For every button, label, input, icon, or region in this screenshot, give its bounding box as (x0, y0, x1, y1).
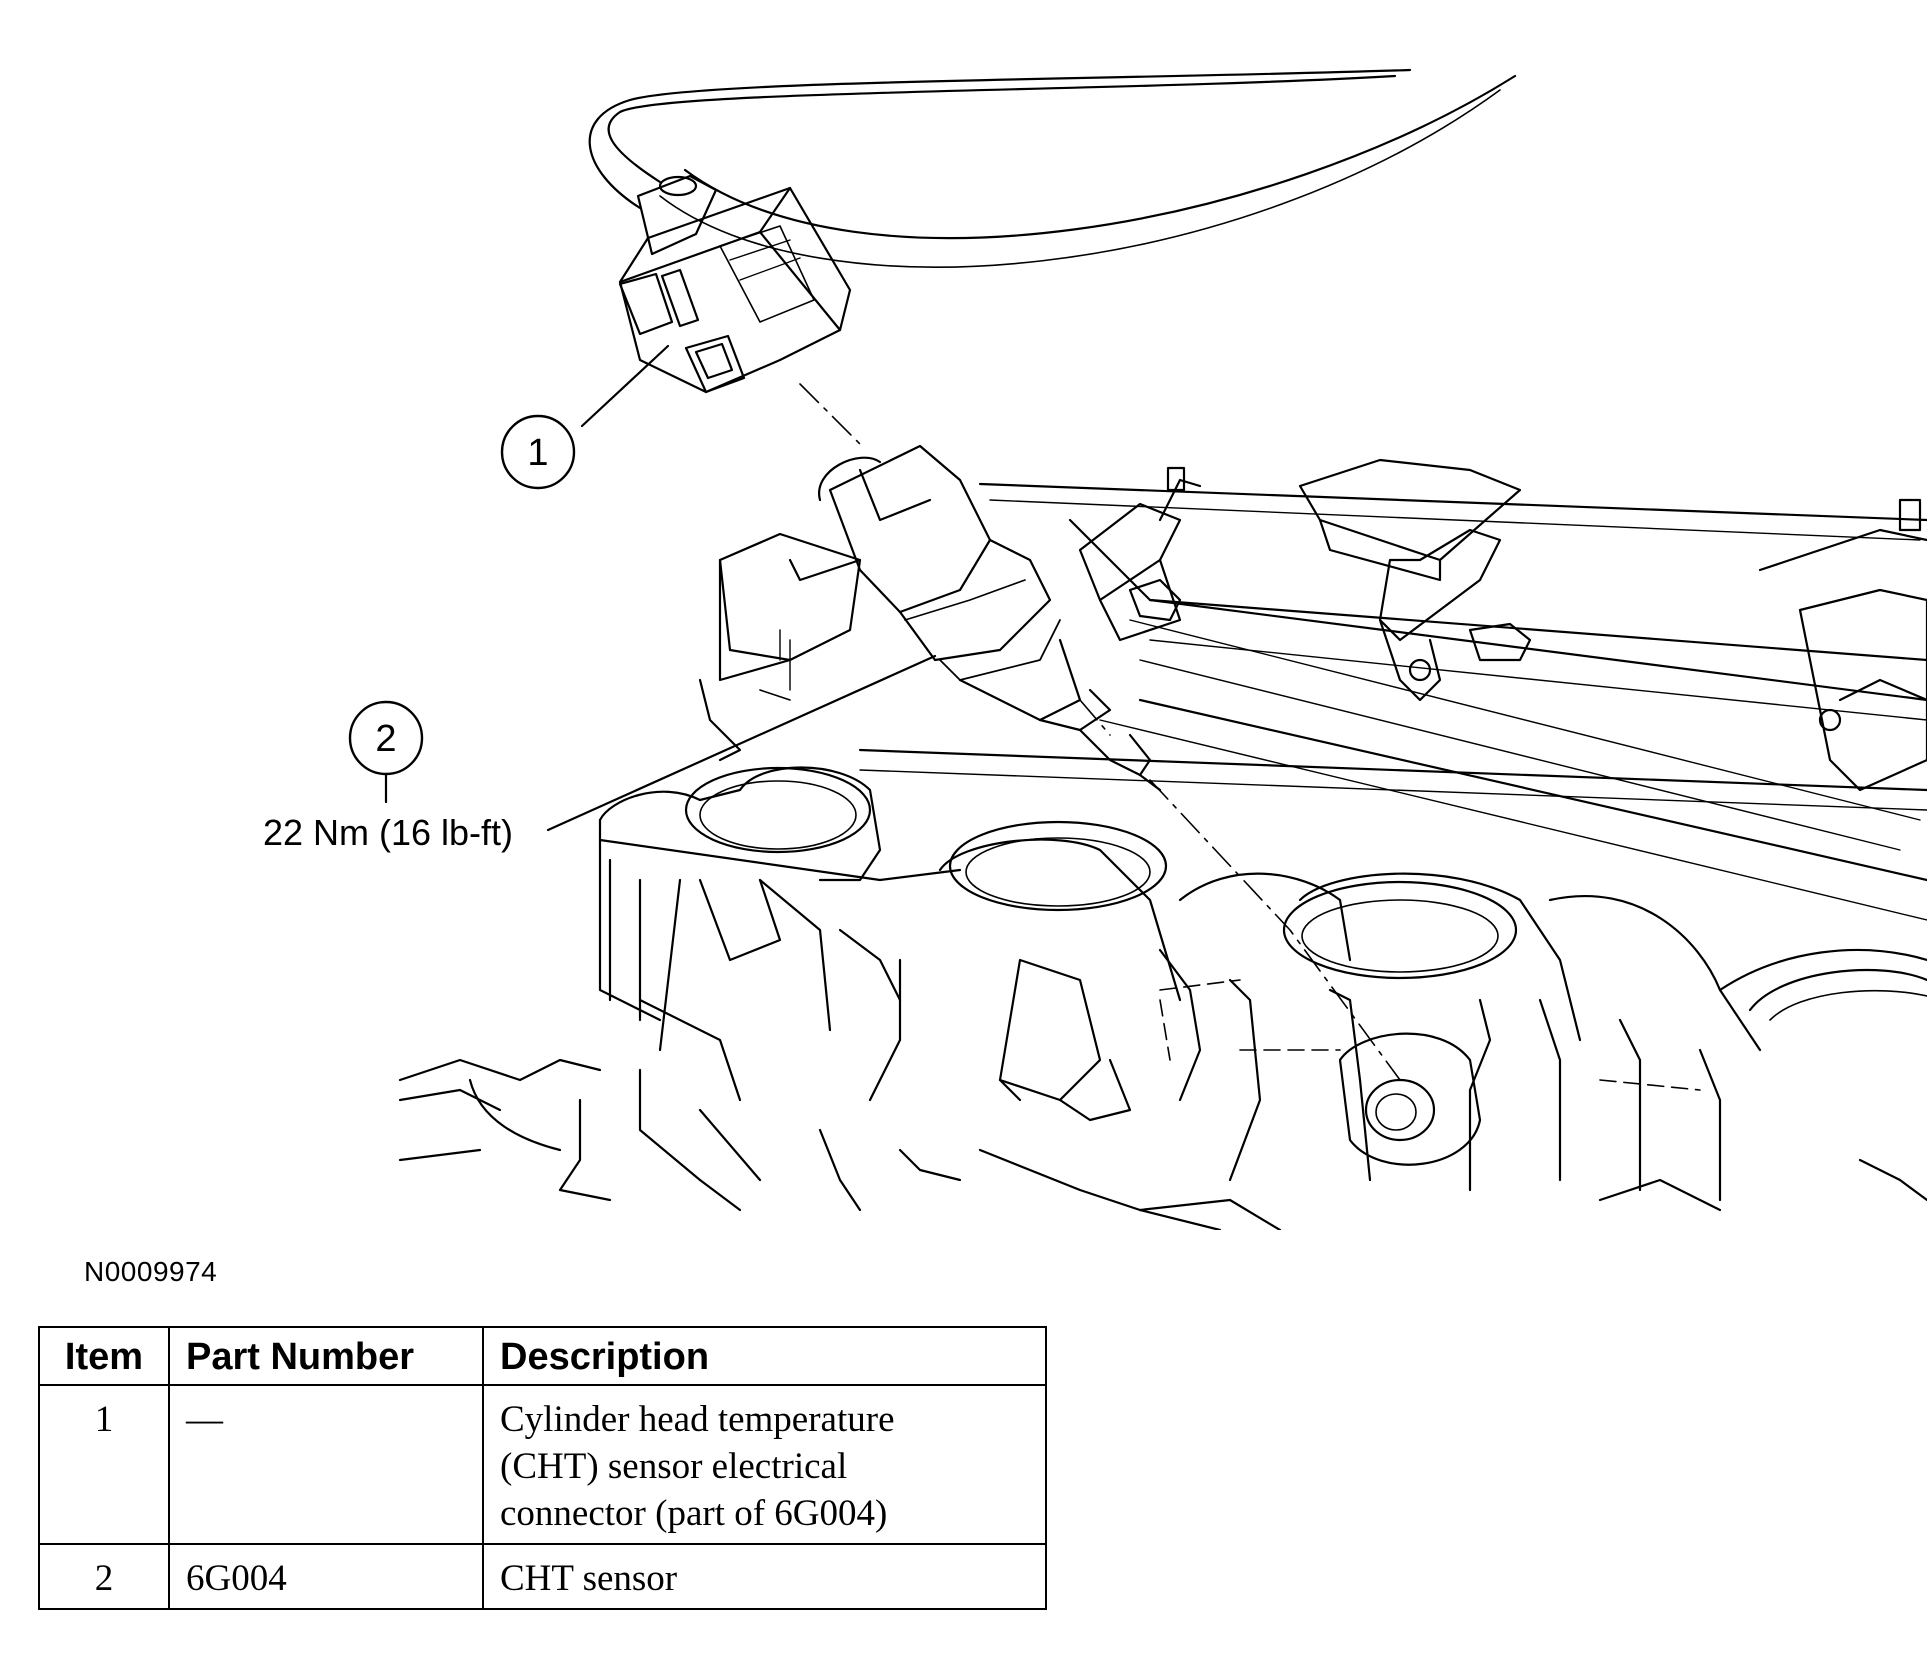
engine-illustration: 1 2 22 Nm (16 lb-ft) (263, 68, 1927, 1230)
row-1-description-line-3: connector (part of 6G004) (500, 1493, 888, 1534)
row-1-part-number: — (168, 1384, 484, 1545)
row-1-description-line-1: Cylinder head temperature (500, 1399, 895, 1440)
callout-1-leader (580, 344, 670, 428)
row-2-description-line-1: CHT sensor (500, 1558, 678, 1599)
header-description: Description (482, 1326, 1047, 1386)
table-row: 1 — Cylinder head temperature (CHT) sens… (38, 1384, 1047, 1545)
row-1-description: Cylinder head temperature (CHT) sensor e… (482, 1384, 1047, 1545)
cover-clips (1128, 578, 1532, 662)
wiring-harness (588, 68, 1517, 268)
row-1-description-line-2: (CHT) sensor electrical (500, 1446, 848, 1487)
runner-walls (608, 858, 1722, 1202)
lower-flange (398, 1058, 1927, 1230)
header-part-number: Part Number (168, 1326, 484, 1386)
assembly-axis (799, 383, 1401, 1081)
header-item: Item (38, 1326, 170, 1386)
row-2-item: 2 (38, 1543, 170, 1610)
row-2-part-number: 6G004 (168, 1543, 484, 1610)
hidden-edges (1159, 979, 1701, 1091)
cht-sensor (818, 444, 1162, 792)
callout-2-leader (546, 654, 937, 832)
cht-connector (618, 174, 852, 394)
table-row: 2 6G004 CHT sensor (38, 1543, 1047, 1610)
row-1-item: 1 (38, 1384, 170, 1545)
intake-ports (684, 766, 1927, 1021)
parts-table-header-row: Item Part Number Description (38, 1326, 1047, 1386)
intake-manifold (598, 766, 1927, 1052)
sensor-mounting-boss (1338, 1032, 1482, 1166)
callout-2-torque: 22 Nm (16 lb-ft) (263, 812, 513, 853)
row-2-description: CHT sensor (482, 1543, 1047, 1610)
cover-bracket (698, 532, 862, 762)
callout-2-number: 2 (375, 718, 396, 760)
callout-1-number: 1 (527, 432, 548, 474)
figure-id: N0009974 (84, 1256, 218, 1287)
parts-table: Item Part Number Description 1 — Cylinde… (38, 1326, 1047, 1610)
valve-cover (858, 482, 1927, 921)
callout-1: 1 (500, 414, 576, 490)
callout-2: 2 22 Nm (16 lb-ft) (263, 700, 513, 853)
